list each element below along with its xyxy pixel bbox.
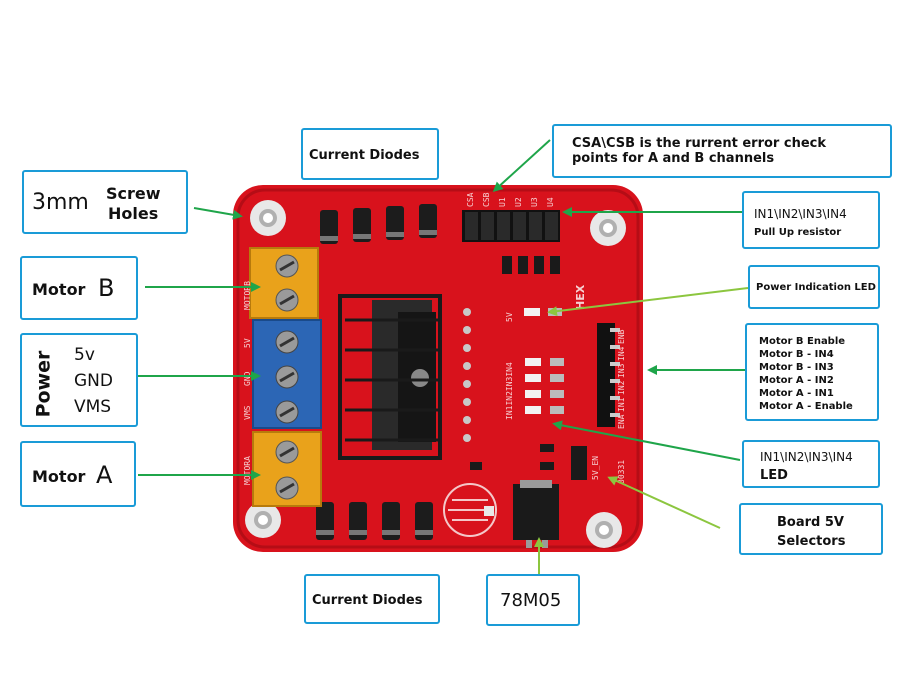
power-gnd: GND — [74, 371, 113, 391]
input-ena: Motor A - Enable — [759, 401, 853, 412]
silk-in2: IN2 — [617, 380, 626, 395]
silk-part-no: 00331 — [617, 460, 626, 484]
silk-csa: CSA — [466, 192, 475, 207]
arrow-screw-holes — [193, 207, 243, 220]
mounting-hole-top-left — [250, 200, 286, 236]
silk-in-vertical: IN1IN2IN3IN4 — [505, 362, 514, 420]
callout-screw-holes: 3mm Screw Holes — [22, 170, 188, 234]
heatsink — [338, 294, 442, 460]
csa-csb-line-1: CSA\CSB is the rurrent error check — [572, 136, 827, 151]
inputs-list: Motor B Enable Motor B - IN4 Motor B - I… — [759, 335, 853, 413]
callout-current-diodes-top: Current Diodes — [301, 128, 439, 180]
current-diodes-top — [320, 204, 437, 244]
terminal-motor-a — [252, 431, 322, 507]
mounting-hole-top-right — [590, 210, 626, 246]
terminal-power — [252, 319, 322, 429]
silk-5v-en: 5V_EN — [591, 456, 600, 480]
motor-a-text: Motor — [32, 467, 86, 486]
silk-csb: CSB — [482, 192, 491, 207]
screw-label-1: Screw — [106, 184, 161, 203]
silk-led-5v: 5V — [505, 312, 514, 322]
motor-b-text: Motor — [32, 280, 86, 299]
silk-in3: IN3 — [617, 363, 626, 378]
board-5v-line-1: Board 5V — [777, 515, 844, 530]
silk-in4: IN4 — [617, 346, 626, 361]
callout-motor-b: Motor B — [20, 256, 138, 320]
input-b-in4: Motor B - IN4 — [759, 349, 834, 360]
callout-inputs: Motor B Enable Motor B - IN4 Motor B - I… — [745, 323, 879, 421]
pullup-resistors — [502, 256, 560, 274]
chip-pins — [463, 308, 471, 442]
silk-5v: 5V — [243, 338, 252, 348]
arrow-csa-csb — [492, 139, 551, 193]
mounting-hole-bottom-right — [586, 512, 622, 548]
input-leds — [525, 358, 564, 414]
callout-current-diodes-bottom: Current Diodes — [304, 574, 440, 624]
callout-csa-csb: CSA\CSB is the rurrent error check point… — [552, 124, 892, 178]
capacitors-small — [470, 444, 554, 470]
power-vms: VMS — [74, 397, 112, 417]
motor-a-letter: A — [96, 461, 113, 489]
csa-csb-line-2: points for A and B channels — [572, 151, 775, 166]
header-top — [462, 210, 560, 242]
current-diodes-top-label: Current Diodes — [309, 148, 420, 163]
board-logo — [443, 483, 497, 537]
terminal-motor-b — [249, 247, 319, 319]
callout-in-pullup: IN1\IN2\IN3\IN4 Pull Up resistor — [742, 191, 880, 249]
mounting-hole-bottom-left — [245, 502, 281, 538]
silk-u2: U2 — [514, 197, 523, 207]
screw-label-2: Holes — [108, 204, 159, 223]
arrow-power-led — [547, 287, 749, 317]
input-enb: Motor B Enable — [759, 336, 846, 347]
silk-hex: HEX — [574, 284, 587, 310]
regulator-label: 78M05 — [500, 590, 562, 611]
input-a-in2: Motor A - IN2 — [759, 375, 834, 386]
in-led-line-2: LED — [760, 468, 788, 483]
board-5v-line-2: Selectors — [777, 534, 846, 549]
callout-78m05: 78M05 — [486, 574, 580, 626]
motor-b-letter: B — [98, 274, 115, 302]
silk-in1: IN1 — [617, 397, 626, 412]
silk-motorb: MOTORB — [243, 281, 252, 310]
5v-enable-jumper — [571, 446, 587, 480]
arrow-5v-selector — [607, 476, 721, 529]
power-vertical: Power — [32, 350, 55, 418]
pcb-shade — [236, 188, 640, 549]
screw-size: 3mm — [32, 190, 89, 215]
silk-ena: ENA — [617, 414, 626, 429]
power-5v: 5v — [74, 345, 95, 365]
silk-u1: U1 — [498, 197, 507, 207]
in-led-line-1: IN1\IN2\IN3\IN4 — [760, 450, 853, 464]
silk-gnd: GND — [243, 371, 252, 386]
in-pullup-line-1: IN1\IN2\IN3\IN4 — [754, 207, 847, 221]
silk-u4: U4 — [546, 197, 555, 207]
callout-in-led: IN1\IN2\IN3\IN4 LED — [742, 440, 880, 488]
in-pullup-line-2: Pull Up resistor — [754, 227, 842, 238]
callout-motor-a: Motor A — [20, 441, 136, 507]
silk-enb: ENB — [617, 329, 626, 344]
regulator-78m05 — [513, 480, 559, 548]
current-diodes-bottom — [316, 502, 433, 540]
callout-board-5v: Board 5V Selectors — [739, 503, 883, 555]
callout-power: Power 5v GND VMS — [20, 333, 138, 427]
silk-u3: U3 — [530, 197, 539, 207]
input-a-in1: Motor A - IN1 — [759, 388, 834, 399]
silk-vms: VMS — [243, 405, 252, 420]
callout-power-led: Power Indication LED — [748, 265, 880, 309]
current-diodes-bottom-label: Current Diodes — [312, 593, 423, 608]
silk-motora: MOTORA — [243, 456, 252, 485]
arrow-in-led — [552, 420, 741, 461]
header-right — [597, 323, 620, 427]
power-led-label: Power Indication LED — [756, 282, 876, 293]
input-b-in3: Motor B - IN3 — [759, 362, 834, 373]
